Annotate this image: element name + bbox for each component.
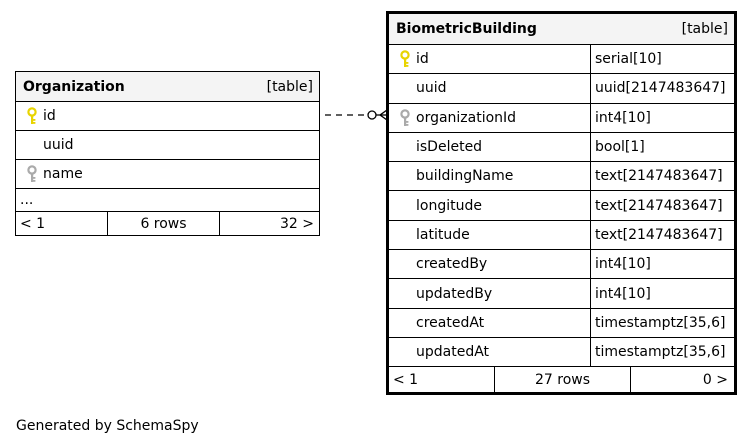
primary-key-icon (400, 50, 410, 68)
bio-column-type: serial[10] (595, 51, 662, 68)
bio-column-row[interactable]: organizationId int4[10] (389, 103, 734, 133)
bio-column-name: organizationId (416, 109, 517, 126)
bio-column-name-cell: createdAt (389, 308, 591, 337)
bio-column-type: uuid[2147483647] (595, 80, 726, 97)
org-column-name: name (43, 166, 83, 182)
bio-column-key-slot (395, 137, 415, 157)
bio-column-row[interactable]: updatedBy int4[10] (389, 279, 734, 309)
bio-column-key-slot (395, 78, 415, 98)
bio-column-type: int4[10] (595, 256, 651, 273)
bio-column-name: createdBy (416, 256, 488, 273)
org-column-name: uuid (43, 137, 74, 153)
bio-column-name-cell: updatedAt (389, 337, 591, 367)
index-key-icon (27, 165, 37, 182)
biometric-building-table-footer: < 1 27 rows 0 > (389, 367, 734, 393)
foreign-key-icon (400, 109, 410, 126)
bio-column-type: text[2147483647] (595, 226, 723, 243)
bio-column-name: buildingName (416, 168, 514, 185)
bio-column-type: int4[10] (595, 109, 651, 126)
bio-column-key-slot (395, 342, 415, 362)
bio-column-name: id (416, 51, 429, 68)
org-column-row[interactable]: uuid (16, 131, 319, 160)
bio-column-name: uuid (416, 80, 447, 97)
bio-column-name-cell: uuid (389, 74, 591, 103)
organization-table-footer: < 1 6 rows 32 > (16, 212, 319, 235)
bio-column-name: longitude (416, 197, 482, 214)
organization-footer-rows: 6 rows (108, 212, 220, 235)
bio-column-row[interactable]: id serial[10] (389, 45, 734, 75)
bio-column-name: updatedAt (416, 344, 490, 361)
bio-column-key-slot (395, 225, 415, 245)
biometric-building-table-name: BiometricBuilding (396, 21, 537, 37)
bio-column-type: bool[1] (595, 139, 645, 156)
bio-column-key-slot (395, 254, 415, 274)
organization-table-type: [table] (266, 78, 313, 95)
bio-column-row[interactable]: longitude text[2147483647] (389, 191, 734, 221)
biometric-building-table-header: BiometricBuilding [table] (389, 14, 734, 45)
biometric-footer-parents[interactable]: < 1 (389, 367, 495, 393)
bio-column-name-cell: id (389, 45, 591, 74)
bio-column-type: text[2147483647] (595, 168, 723, 185)
organization-footer-children[interactable]: 32 > (280, 215, 314, 232)
bio-column-key-slot (395, 108, 415, 128)
bio-column-type: text[2147483647] (595, 197, 723, 214)
bio-column-type: timestamptz[35,6] (595, 344, 726, 361)
organization-footer-parents[interactable]: < 1 (16, 212, 108, 235)
bio-column-row[interactable]: buildingName text[2147483647] (389, 162, 734, 192)
bio-column-name-cell: createdBy (389, 250, 591, 279)
biometric-footer-children[interactable]: 0 > (702, 371, 728, 388)
bio-column-name: isDeleted (416, 139, 483, 156)
organization-more-columns: ... (16, 189, 319, 212)
organization-table-name: Organization (23, 78, 125, 95)
org-column-key-slot (22, 164, 42, 184)
org-column-key-slot (22, 106, 42, 126)
bio-column-name: createdAt (416, 314, 485, 331)
primary-key-icon (27, 107, 37, 124)
bio-column-name-cell: longitude (389, 191, 591, 220)
org-column-name-cell: uuid (16, 131, 319, 159)
bio-column-key-slot (395, 166, 415, 186)
bio-column-name-cell: updatedBy (389, 279, 591, 308)
bio-column-row[interactable]: latitude text[2147483647] (389, 220, 734, 251)
generated-by-credit: Generated by SchemaSpy (16, 418, 199, 434)
relationship-optional-marker (367, 110, 377, 120)
relationship-connector (325, 109, 388, 121)
bio-column-name: updatedBy (416, 285, 493, 302)
bio-column-type: int4[10] (595, 285, 651, 302)
relationship-crowfoot-upper (379, 109, 388, 116)
bio-column-name-cell: latitude (389, 220, 591, 250)
org-column-row[interactable]: name (16, 160, 319, 189)
bio-column-row[interactable]: createdBy int4[10] (389, 250, 734, 280)
bio-column-name: latitude (416, 226, 470, 243)
bio-column-row[interactable]: uuid uuid[2147483647] (389, 74, 734, 104)
biometric-building-table-type: [table] (681, 21, 728, 37)
relationship-crowfoot-lower (379, 114, 388, 121)
biometric-building-table[interactable]: BiometricBuilding [table] id serial[10] uu… (386, 11, 737, 396)
org-column-name-cell: name (16, 160, 319, 188)
bio-column-key-slot (395, 196, 415, 216)
biometric-footer-rows: 27 rows (495, 367, 631, 393)
bio-column-type: timestamptz[35,6] (595, 314, 726, 331)
org-column-row[interactable]: id (16, 102, 319, 131)
org-column-name: id (43, 108, 56, 124)
organization-table[interactable]: Organization [table] id uuid name ... < 1 … (15, 71, 320, 236)
bio-column-name-cell: isDeleted (389, 132, 591, 162)
bio-column-name-cell: organizationId (389, 103, 591, 132)
bio-column-row[interactable]: updatedAt timestamptz[35,6] (389, 337, 734, 368)
bio-column-key-slot (395, 49, 415, 69)
bio-column-row[interactable]: createdAt timestamptz[35,6] (389, 308, 734, 338)
bio-column-row[interactable]: isDeleted bool[1] (389, 132, 734, 163)
bio-column-key-slot (395, 284, 415, 304)
org-column-name-cell: id (16, 102, 319, 130)
org-column-key-slot (22, 135, 42, 155)
bio-column-name-cell: buildingName (389, 162, 591, 191)
organization-table-header: Organization [table] (16, 72, 319, 102)
bio-column-key-slot (395, 313, 415, 333)
